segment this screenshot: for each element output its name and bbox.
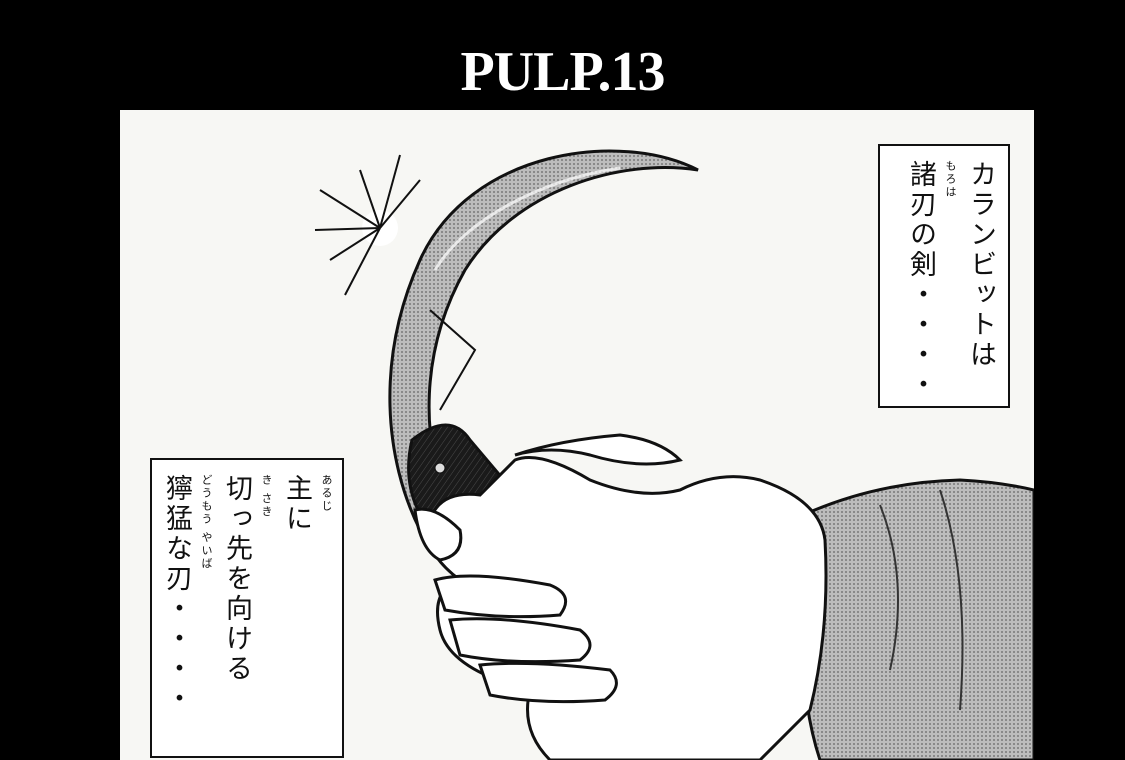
caption-box-2: あるじ 主に き さき 切っ先を向ける どうもう やいば 獰猛な刃・・・・	[150, 458, 344, 758]
caption-2-line-1: 主に	[281, 474, 312, 534]
caption-2-ruby-3: どうもう やいば	[200, 474, 213, 571]
caption-2-line-3: 獰猛な刃・・・・	[161, 474, 192, 714]
sleeve	[800, 478, 1034, 760]
caption-2-line-2: 切っ先を向ける	[221, 474, 252, 684]
karambit-illustration	[314, 149, 1034, 760]
caption-box-1: カランビットは もろは 諸刃の剣・・・・	[878, 144, 1010, 408]
chapter-title: PULP.13	[460, 41, 665, 103]
caption-2-ruby-1: あるじ	[320, 474, 333, 513]
caption-1-line-1: カランビットは	[965, 160, 996, 370]
caption-2-ruby-2: き さき	[260, 474, 273, 519]
glint-flash	[314, 154, 421, 296]
caption-1-ruby: もろは	[944, 160, 957, 199]
caption-1-line-2: 諸刃の剣・・・・	[905, 160, 936, 400]
manga-panel: カランビットは もろは 諸刃の剣・・・・ あるじ 主に き さき 切っ先を向ける…	[120, 110, 1034, 760]
hand	[413, 433, 828, 760]
